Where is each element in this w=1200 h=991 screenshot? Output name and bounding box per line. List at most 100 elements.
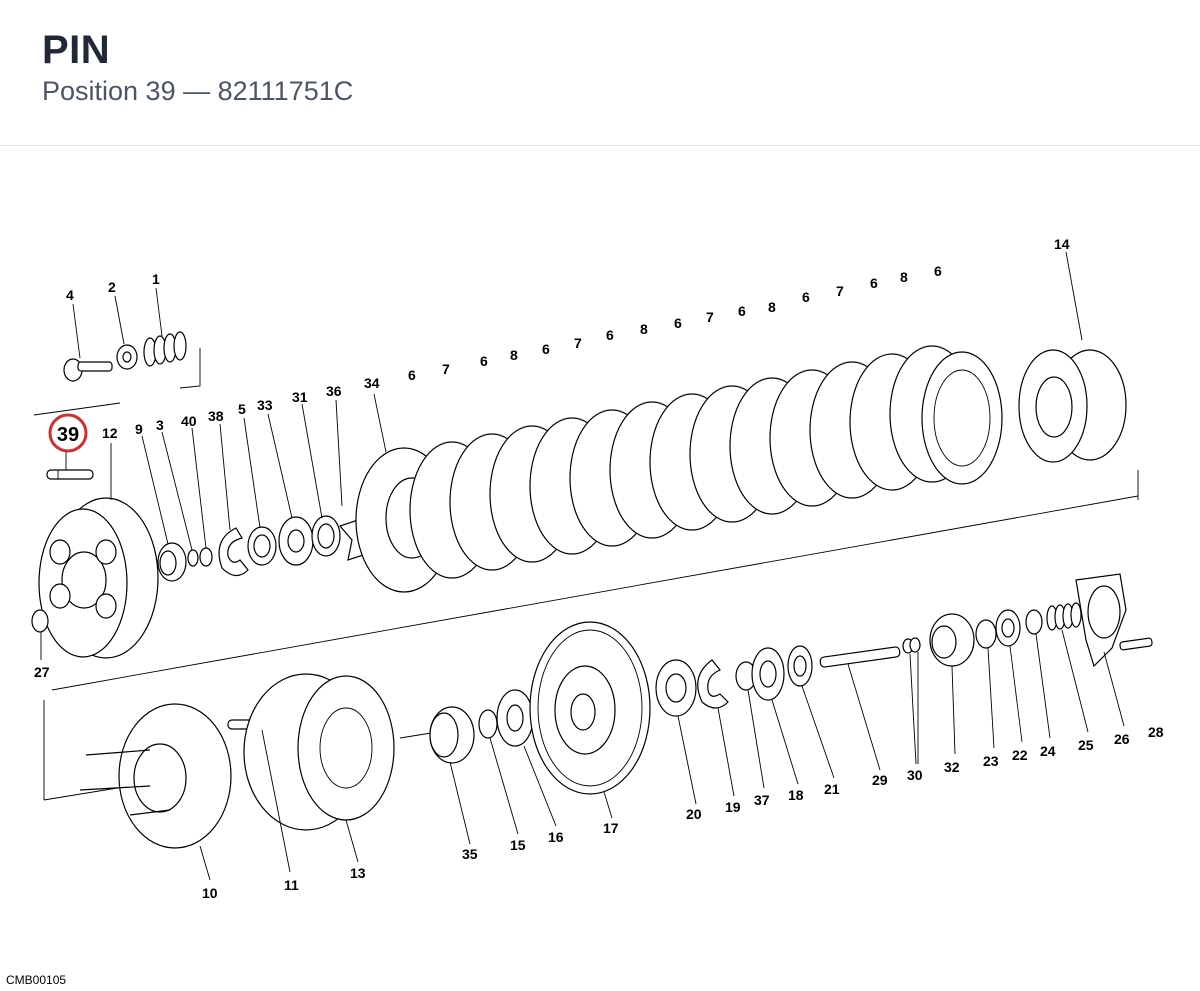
callout-24: 24 — [1040, 743, 1056, 759]
callout-18: 18 — [788, 787, 804, 803]
callout-6: 6 — [408, 367, 416, 383]
callout-10: 10 — [202, 885, 218, 901]
page-subtitle: Position 39 — 82111751C — [42, 76, 353, 107]
callout-36: 36 — [326, 383, 342, 399]
callout-9: 9 — [135, 421, 143, 437]
callout-4: 4 — [66, 287, 74, 303]
callout-6c: 6 — [542, 341, 550, 357]
part-1-spring — [143, 331, 187, 367]
callout-16: 16 — [548, 829, 564, 845]
callout-8c: 8 — [768, 299, 776, 315]
callout-5: 5 — [238, 401, 246, 417]
position-label: Position 39 — [42, 76, 176, 106]
part-17-gear — [529, 621, 651, 795]
callout-6b: 6 — [480, 353, 488, 369]
callout-29: 29 — [872, 772, 888, 788]
part-number: 82111751C — [217, 76, 354, 106]
callout-20: 20 — [686, 806, 702, 822]
part-29-rod — [819, 646, 901, 668]
part-35-spacer — [429, 706, 475, 764]
part-3-ring — [187, 549, 199, 567]
part-32-piston — [929, 613, 975, 667]
part-5-bushing — [247, 526, 277, 566]
callout-26: 26 — [1114, 731, 1130, 747]
assembly-frame — [33, 348, 1139, 801]
callout-labels: 1 2 3 4 5 6 6 6 6 6 6 6 6 6 7 7 7 7 8 8 … — [34, 236, 1164, 901]
callout-35: 35 — [462, 846, 478, 862]
part-22-bushing — [995, 609, 1021, 647]
part-31-washer — [311, 515, 341, 557]
callout-7d: 7 — [836, 283, 844, 299]
callout-38: 38 — [208, 408, 224, 424]
part-40-ring — [199, 547, 213, 567]
part-2-washer — [116, 344, 138, 370]
part-33-plate — [278, 516, 314, 566]
callout-7b: 7 — [574, 335, 582, 351]
part-24-ring — [1025, 609, 1043, 635]
page-title: PIN — [42, 28, 111, 72]
callout-8: 8 — [510, 347, 518, 363]
part-23-seal — [975, 619, 997, 649]
part-20-bearing — [655, 659, 697, 717]
callout-40: 40 — [181, 413, 197, 429]
callout-13: 13 — [350, 865, 366, 881]
part-9-bearing — [157, 542, 187, 582]
callout-12: 12 — [102, 425, 118, 441]
callout-6i: 6 — [934, 263, 942, 279]
part-18-bearing — [751, 647, 785, 701]
callout-28: 28 — [1148, 724, 1164, 740]
part-19-circlip — [697, 659, 729, 709]
highlight-ring — [48, 413, 88, 453]
callout-15: 15 — [510, 837, 526, 853]
part-16-bearing — [496, 689, 534, 747]
part-26-housing — [1075, 573, 1127, 668]
callout-27: 27 — [34, 664, 50, 680]
callout-14: 14 — [1054, 236, 1070, 252]
part-14-drum — [1018, 349, 1127, 463]
callout-37: 37 — [754, 792, 770, 808]
callout-25: 25 — [1078, 737, 1094, 753]
subtitle-separator: — — [183, 76, 211, 106]
callout-17: 17 — [603, 820, 619, 836]
part-27-oring — [31, 609, 49, 633]
callout-31: 31 — [292, 389, 308, 405]
part-10-hub — [79, 703, 232, 849]
callout-33: 33 — [257, 397, 273, 413]
callout-8b: 8 — [640, 321, 648, 337]
callout-3: 3 — [156, 417, 164, 433]
callout-6h: 6 — [870, 275, 878, 291]
part-12-cover — [38, 497, 159, 659]
part-15-oring — [478, 709, 498, 739]
part-39-pin — [46, 469, 94, 480]
clutch-disc-stack — [355, 345, 1003, 593]
drawing-code: CMB00105 — [6, 973, 67, 987]
callout-22: 22 — [1012, 747, 1028, 763]
callout-6g: 6 — [802, 289, 810, 305]
exploded-parts-diagram: 1 2 3 4 5 6 6 6 6 6 6 6 6 6 7 7 7 7 8 8 … — [31, 236, 1164, 901]
callout-6e: 6 — [674, 315, 682, 331]
part-25-spring — [1046, 602, 1082, 631]
part-38-circlip — [218, 527, 249, 577]
callout-2: 2 — [108, 279, 116, 295]
callout-39: 39 — [57, 424, 79, 446]
callout-23: 23 — [983, 753, 999, 769]
callout-30: 30 — [907, 767, 923, 783]
callout-1: 1 — [152, 271, 160, 287]
leader-lines — [40, 251, 1125, 881]
part-4-screw — [63, 358, 113, 382]
page-header: PIN Position 39 — 82111751C — [0, 0, 1200, 146]
part-30-rings — [902, 637, 921, 654]
callout-7c: 7 — [706, 309, 714, 325]
highlighted-callout-39[interactable]: 39 — [48, 413, 88, 453]
callout-32: 32 — [944, 759, 960, 775]
callout-7: 7 — [442, 361, 450, 377]
part-28-bolt — [1119, 637, 1153, 651]
callout-6d: 6 — [606, 327, 614, 343]
callout-21: 21 — [824, 781, 840, 797]
callout-6f: 6 — [738, 303, 746, 319]
callout-11: 11 — [284, 877, 299, 893]
callout-8d: 8 — [900, 269, 908, 285]
part-21-washer — [787, 645, 813, 687]
callout-19: 19 — [725, 799, 741, 815]
callout-34: 34 — [364, 375, 380, 391]
